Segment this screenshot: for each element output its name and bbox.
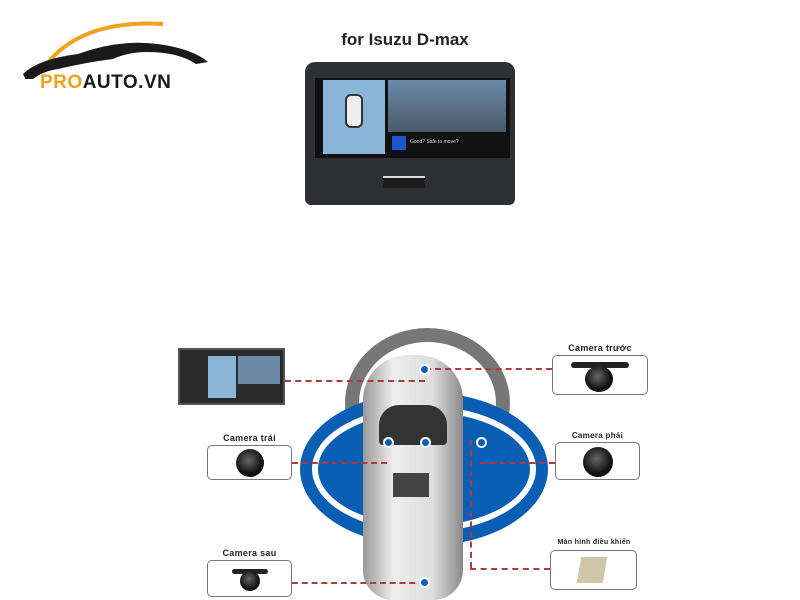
sensor-dot	[419, 364, 430, 375]
right-camera-box	[555, 442, 640, 480]
head-unit-screen: Good? Safe to move?	[315, 78, 510, 158]
rear-camera-box	[207, 560, 292, 597]
left-camera-box	[207, 445, 292, 480]
sensor-dot	[476, 437, 487, 448]
connection-line	[292, 462, 387, 464]
logo-auto: AUTO.VN	[82, 72, 172, 93]
logo-car-icon	[23, 21, 208, 79]
thumb-camera-view	[238, 356, 280, 384]
car-top-icon	[345, 94, 363, 128]
camera-view	[388, 80, 506, 132]
connection-line	[425, 368, 552, 370]
front-camera-icon	[585, 366, 613, 392]
thumb-birdseye	[208, 356, 236, 398]
birdseye-view	[323, 80, 385, 154]
vent-slot	[383, 176, 425, 188]
label-rear-camera: Camera sau	[222, 548, 277, 558]
label-front-camera: Camera trước	[568, 343, 632, 353]
sensor-dot	[419, 577, 430, 588]
label-controller: Màn hình điều khiển	[557, 539, 631, 546]
label-right-camera: Camera phải	[571, 431, 624, 440]
left-camera-icon	[236, 449, 264, 477]
sunroof	[393, 473, 429, 497]
sensor-dot	[383, 437, 394, 448]
connection-line	[470, 440, 472, 568]
controller-box	[550, 550, 637, 590]
screen-thumbnail	[178, 348, 285, 405]
car-image	[363, 355, 463, 600]
right-camera-icon	[583, 447, 613, 477]
connection-line	[292, 582, 425, 584]
front-camera-box	[552, 355, 648, 395]
connection-line	[480, 462, 555, 464]
connection-line	[470, 568, 550, 570]
mount-bracket	[571, 362, 629, 368]
logo-text: PROAUTO.VN	[40, 72, 171, 94]
screen-message: Good? Safe to move?	[410, 139, 459, 145]
rear-camera-icon	[240, 571, 260, 591]
control-module-icon	[576, 557, 608, 583]
sensor-dot	[420, 437, 431, 448]
label-left-camera: Camera trái	[223, 433, 276, 443]
logo-pro: PRO	[40, 72, 83, 93]
camera-button-icon[interactable]	[392, 136, 406, 150]
product-title: for Isuzu D-max	[341, 30, 469, 49]
connection-line	[285, 380, 425, 382]
